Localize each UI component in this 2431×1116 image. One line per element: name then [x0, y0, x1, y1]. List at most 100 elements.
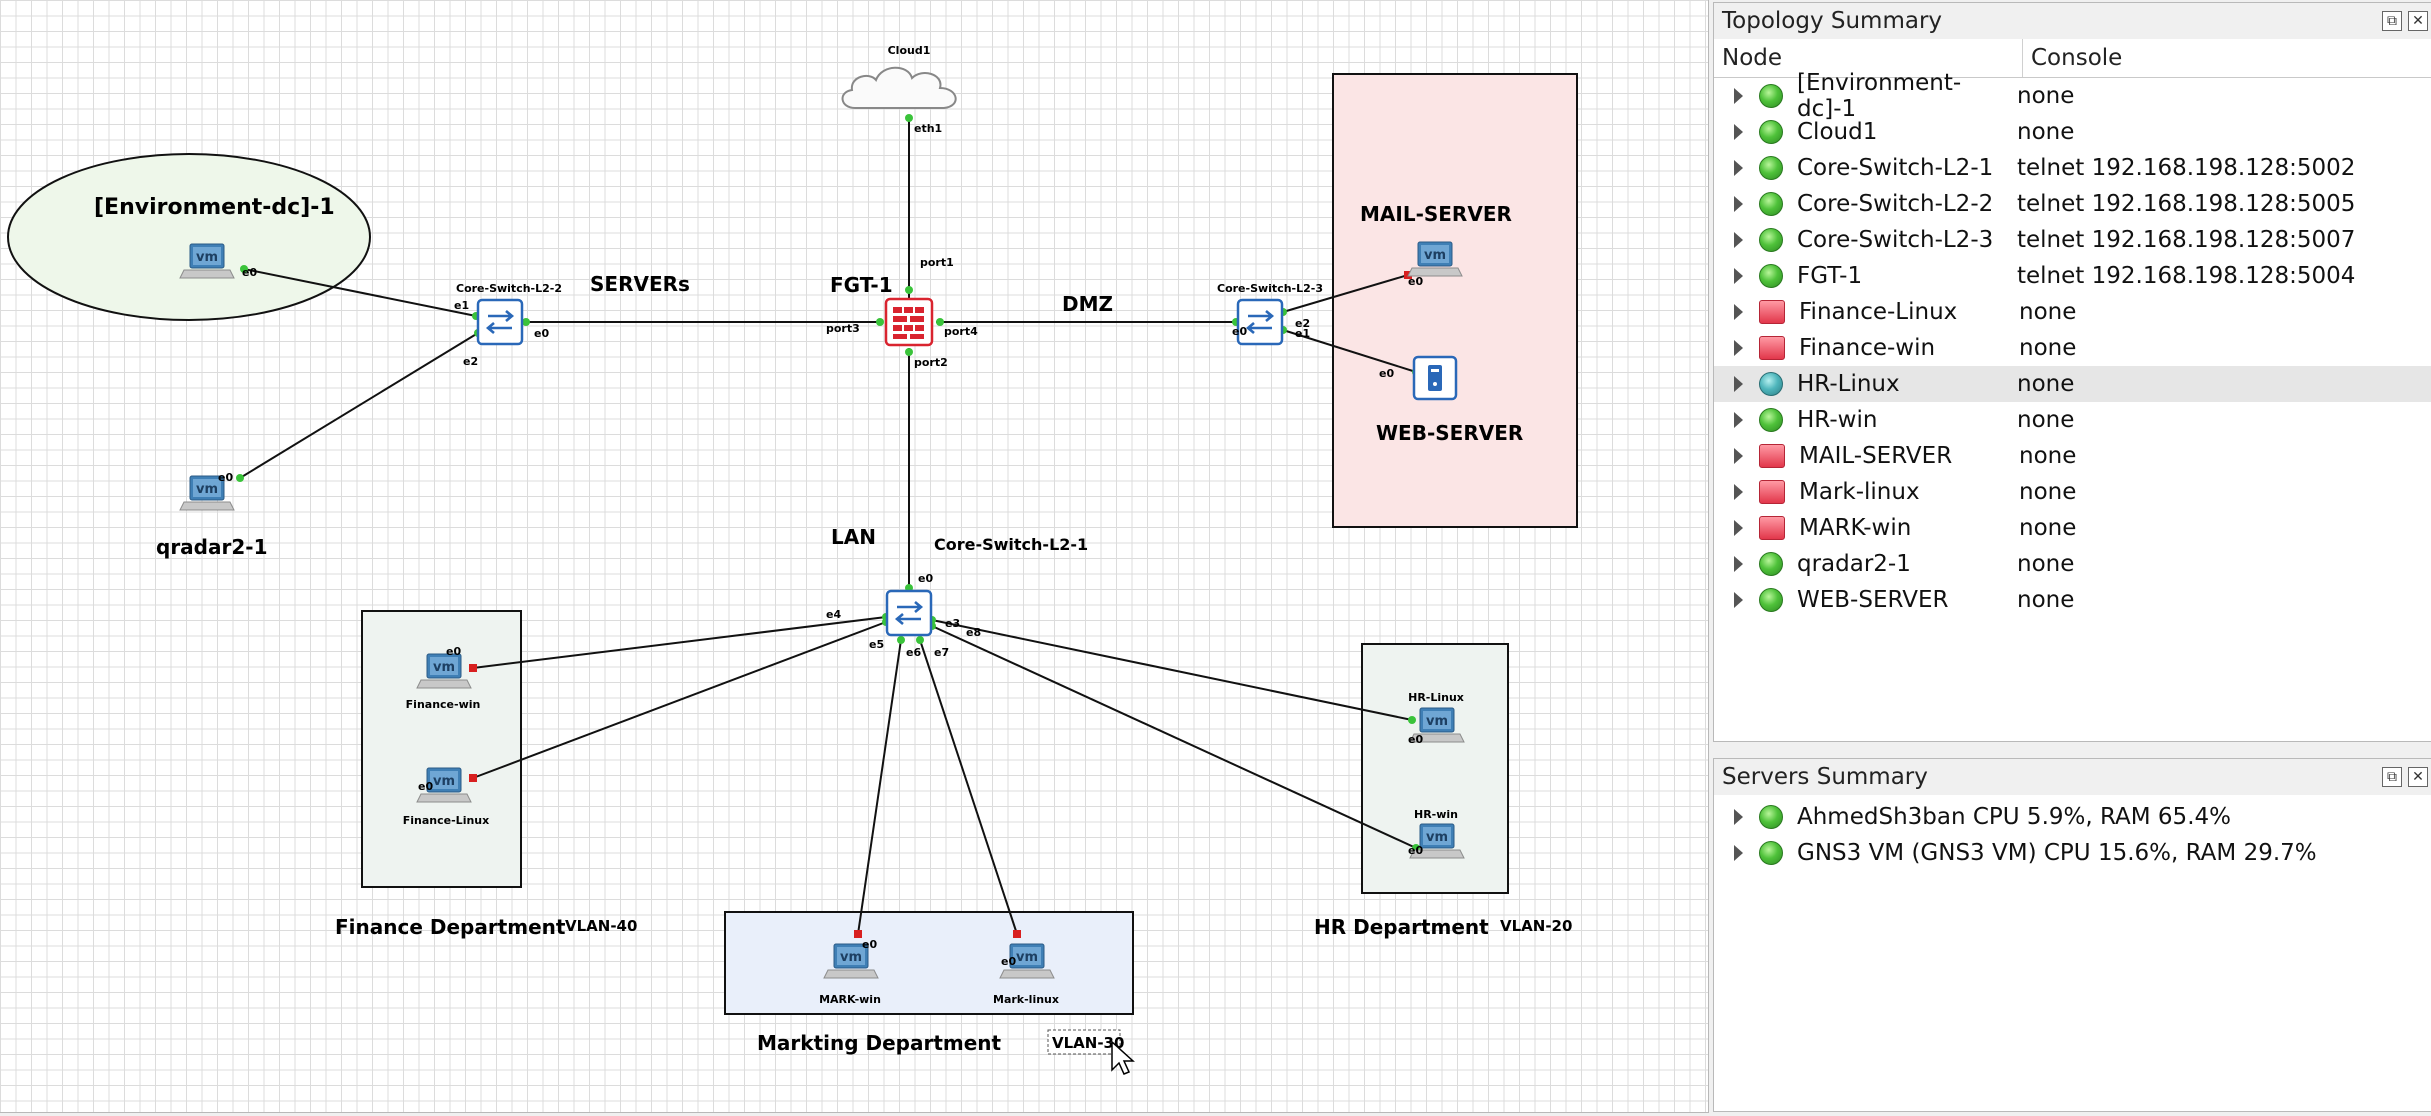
mark-win-label: MARK-win: [819, 993, 881, 1006]
markting-zone-box: [724, 911, 1134, 1015]
float-panel-icon[interactable]: ⧉: [2382, 11, 2402, 31]
node-console: none: [2019, 479, 2077, 505]
node-status-icon: [1759, 264, 1783, 288]
column-header-console[interactable]: Console: [2031, 45, 2123, 71]
expand-arrow-icon[interactable]: [1734, 124, 1743, 140]
svg-text:eth1: eth1: [914, 122, 942, 135]
node-status-icon: [1759, 444, 1785, 468]
node-console: telnet 192.168.198.128:5007: [2017, 227, 2356, 253]
expand-arrow-icon[interactable]: [1734, 484, 1743, 500]
servers-zone-label: SERVERs: [590, 272, 690, 296]
svg-text:e2: e2: [463, 355, 478, 368]
node-name: [Environment-dc]-1: [1797, 70, 1962, 122]
svg-text:e0: e0: [534, 327, 549, 340]
svg-text:e0: e0: [862, 938, 877, 951]
finance-zone-box: [361, 610, 522, 888]
qradar-label: qradar2-1: [156, 535, 267, 559]
servers-summary-panel: Servers Summary ⧉ ✕ AhmedSh3ban CPU 5.9%…: [1713, 758, 2431, 1112]
node-console: telnet 192.168.198.128:5002: [2017, 155, 2356, 181]
close-panel-icon[interactable]: ✕: [2408, 11, 2428, 31]
node-console: none: [2019, 443, 2077, 469]
float-panel-icon[interactable]: ⧉: [2382, 767, 2402, 787]
topology-canvas[interactable]: vm: [0, 0, 1709, 1113]
web-server-node[interactable]: [1412, 355, 1458, 401]
svg-text:port4: port4: [944, 325, 978, 338]
svg-text:e6: e6: [906, 646, 921, 659]
expand-arrow-icon[interactable]: [1734, 592, 1743, 608]
node-name: MAIL-SERVER: [1799, 443, 1953, 469]
topology-diagram[interactable]: vm: [0, 0, 1708, 1112]
links: [239, 118, 1417, 935]
node-console: none: [2019, 335, 2077, 361]
expand-arrow-icon[interactable]: [1734, 556, 1743, 572]
fgt-1-label: FGT-1: [830, 273, 893, 297]
expand-arrow-icon[interactable]: [1734, 232, 1743, 248]
node-console: none: [2019, 299, 2077, 325]
vlan40-label: VLAN-40: [565, 917, 637, 935]
cloud1-node[interactable]: Cloud1 eth1: [841, 44, 957, 135]
expand-arrow-icon[interactable]: [1734, 412, 1743, 428]
server-row[interactable]: GNS3 VM (GNS3 VM) CPU 15.6%, RAM 29.7%: [1714, 835, 2431, 871]
topology-row[interactable]: MAIL-SERVER none: [1714, 438, 2431, 474]
expand-arrow-icon[interactable]: [1734, 845, 1743, 861]
node-status-icon: [1759, 408, 1783, 432]
node-status-icon: [1759, 336, 1785, 360]
svg-text:e0: e0: [1408, 733, 1423, 746]
expand-arrow-icon[interactable]: [1734, 340, 1743, 356]
node-status-icon: [1759, 552, 1783, 576]
servers-summary-title: Servers Summary ⧉ ✕: [1714, 759, 2431, 795]
node-name: MARK-win: [1799, 515, 1912, 541]
expand-arrow-icon[interactable]: [1734, 448, 1743, 464]
svg-text:e5: e5: [869, 638, 884, 651]
close-panel-icon[interactable]: ✕: [2408, 767, 2428, 787]
svg-text:e0: e0: [918, 572, 933, 585]
server-row[interactable]: AhmedSh3ban CPU 5.9%, RAM 65.4%: [1714, 799, 2431, 835]
column-header-node[interactable]: Node: [1714, 39, 2023, 77]
hr-win-label: HR-win: [1414, 808, 1458, 821]
expand-arrow-icon[interactable]: [1734, 160, 1743, 176]
fgt-1-node[interactable]: [884, 297, 934, 347]
svg-text:e3: e3: [945, 617, 960, 630]
finance-linux-label: Finance-Linux: [403, 814, 489, 827]
finance-dept-label: Finance Department: [335, 915, 566, 939]
hr-dept-label: HR Department: [1314, 915, 1489, 939]
node-console: none: [2017, 119, 2075, 145]
expand-arrow-icon[interactable]: [1734, 520, 1743, 536]
core-switch-l2-2-node[interactable]: [476, 298, 524, 346]
expand-arrow-icon[interactable]: [1734, 304, 1743, 320]
node-console: none: [2017, 587, 2075, 613]
expand-arrow-icon[interactable]: [1734, 268, 1743, 284]
core-switch-l2-1-node[interactable]: [885, 589, 933, 637]
mouse-cursor-icon: [1111, 1040, 1135, 1075]
node-status-icon: [1759, 516, 1785, 540]
svg-text:e0: e0: [218, 471, 233, 484]
node-status-icon: [1759, 228, 1783, 252]
expand-arrow-icon[interactable]: [1734, 376, 1743, 392]
expand-arrow-icon[interactable]: [1734, 809, 1743, 825]
node-console: telnet 192.168.198.128:5005: [2017, 191, 2356, 217]
node-status-icon: [1759, 372, 1783, 396]
expand-arrow-icon[interactable]: [1734, 88, 1743, 104]
svg-text:e0: e0: [1408, 275, 1423, 288]
node-status-icon: [1759, 192, 1783, 216]
expand-arrow-icon[interactable]: [1734, 196, 1743, 212]
topology-column-headers: Node Console: [1714, 39, 2431, 78]
node-status-icon: [1759, 480, 1785, 504]
svg-text:e0: e0: [1408, 844, 1423, 857]
svg-text:e0: e0: [418, 780, 433, 793]
lan-zone-label: LAN: [831, 525, 876, 549]
